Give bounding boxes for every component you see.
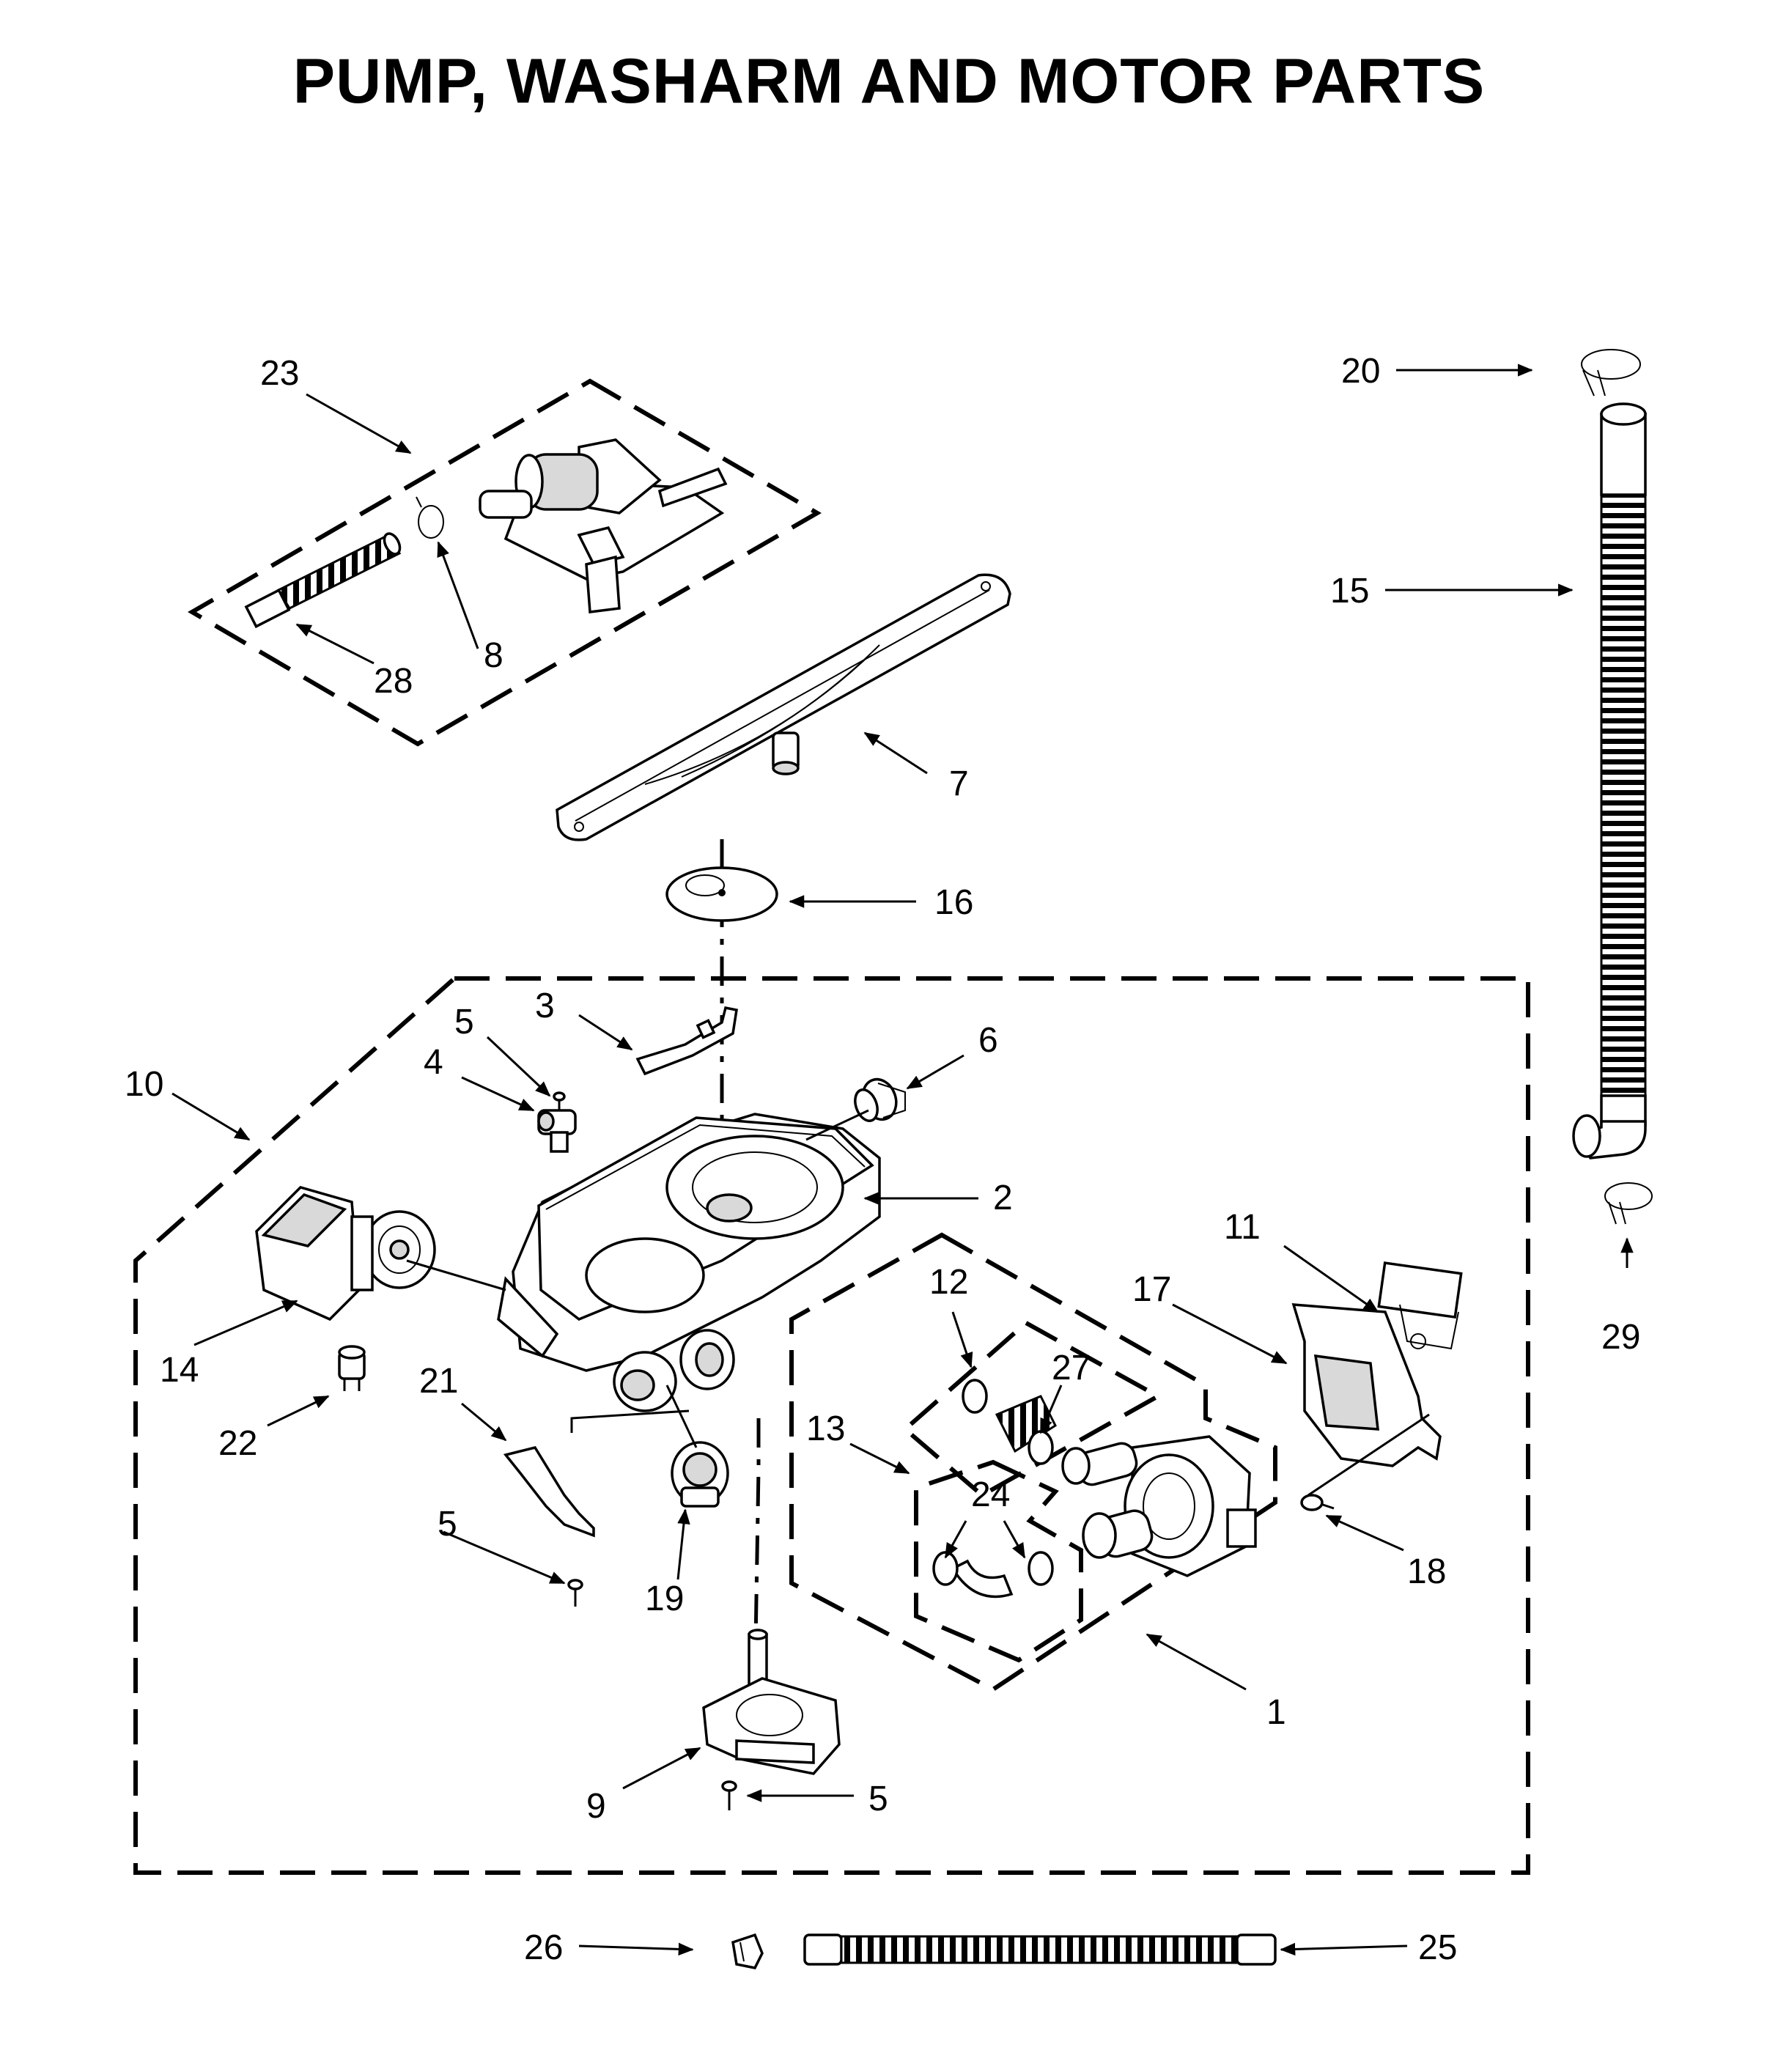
- callout-5b: 5: [438, 1505, 457, 1544]
- callout-22: 22: [218, 1424, 257, 1463]
- lower-wash-arm: [556, 573, 1011, 841]
- callout-24: 24: [971, 1475, 1010, 1514]
- callout-13: 13: [806, 1409, 845, 1448]
- hose-clamp-20: [1581, 349, 1641, 397]
- callout-7: 7: [949, 764, 969, 803]
- callout-10: 10: [125, 1065, 163, 1104]
- filter-disk: [665, 866, 778, 922]
- callout-3: 3: [535, 987, 555, 1025]
- clip-26: [731, 1933, 764, 1969]
- callout-21: 21: [419, 1362, 458, 1401]
- group-outline-13: [914, 1459, 1083, 1663]
- callout-15: 15: [1330, 572, 1369, 611]
- diverter-motor-assembly: [479, 438, 728, 613]
- page-title: PUMP, WASHARM AND MOTOR PARTS: [292, 46, 1486, 117]
- callout-16: 16: [934, 883, 973, 922]
- callout-12: 12: [929, 1263, 968, 1302]
- hose-clamp-small: [416, 496, 444, 539]
- turbidity-sensor-19: [671, 1441, 729, 1508]
- screw-18: [1300, 1494, 1335, 1511]
- callout-23: 23: [260, 354, 299, 393]
- screw-bottom: [721, 1780, 737, 1810]
- bracket-4: [537, 1109, 577, 1153]
- callout-14: 14: [160, 1351, 199, 1390]
- callout-19: 19: [645, 1579, 684, 1618]
- callout-27: 27: [1052, 1349, 1091, 1387]
- drain-pump: [255, 1186, 436, 1321]
- drain-hose: [1572, 402, 1647, 1159]
- callout-17: 17: [1132, 1270, 1171, 1309]
- callout-1: 1: [1266, 1693, 1286, 1732]
- centerline-sump-to-motor: [753, 1418, 761, 1686]
- callout-28: 28: [374, 662, 413, 701]
- wash-motor: [702, 1629, 841, 1775]
- group-outline-23: [188, 378, 822, 747]
- callout-labels: 23 20 8 28 15 7 16 3 5 4 6 10 2 11 12 17…: [125, 352, 1640, 1967]
- callout-18: 18: [1407, 1552, 1446, 1591]
- callout-20: 20: [1341, 352, 1380, 391]
- callout-8: 8: [484, 636, 503, 675]
- callout-25: 25: [1418, 1928, 1457, 1967]
- screw-mid: [567, 1579, 583, 1607]
- sump-clip: [635, 1006, 738, 1076]
- group-outline-10: [133, 976, 1530, 1875]
- callout-2: 2: [993, 1179, 1013, 1217]
- callout-6: 6: [978, 1021, 998, 1060]
- diverter-hose: [244, 532, 402, 629]
- fill-hose-25: [803, 1933, 1277, 1966]
- callout-5c: 5: [868, 1780, 888, 1818]
- sump-housing: [497, 1113, 881, 1412]
- hose-24: [932, 1551, 1054, 1599]
- heater-bracket: [1291, 1261, 1463, 1467]
- callout-11: 11: [1224, 1208, 1261, 1247]
- callout-4: 4: [424, 1043, 443, 1082]
- hose-clamp-29: [1604, 1182, 1653, 1225]
- callout-29: 29: [1601, 1318, 1640, 1357]
- callout-26: 26: [524, 1928, 563, 1967]
- bracket-21: [503, 1445, 595, 1538]
- hose-12: [962, 1379, 1057, 1465]
- callout-5a: 5: [454, 1003, 474, 1041]
- grommet-6: [854, 1077, 906, 1122]
- group-outline-1: [789, 1232, 1277, 1692]
- callout-9: 9: [586, 1787, 606, 1826]
- thermostat-22: [338, 1345, 366, 1391]
- leader-arrows: [171, 364, 1634, 1956]
- circulation-pump: [1061, 1435, 1257, 1577]
